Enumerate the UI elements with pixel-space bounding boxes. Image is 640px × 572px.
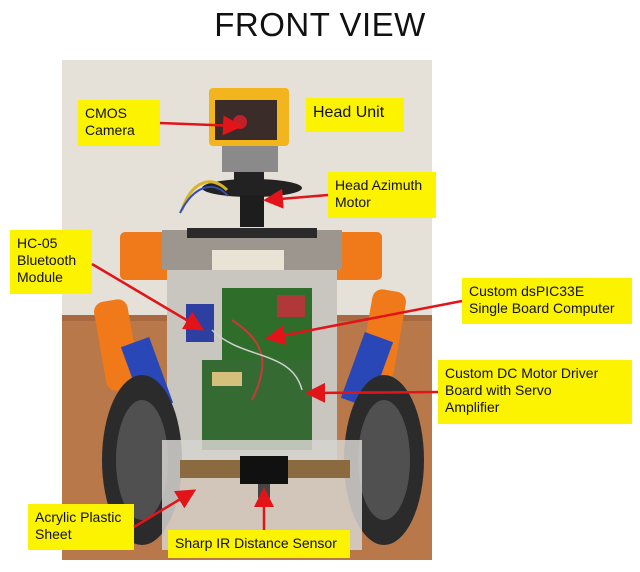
label-ir-sensor-text: Sharp IR Distance Sensor xyxy=(175,535,337,551)
label-cmos-camera: CMOS Camera xyxy=(78,100,160,146)
label-head-azimuth-motor-text: Head Azimuth Motor xyxy=(335,177,423,210)
label-acrylic-sheet-text: Acrylic Plastic Sheet xyxy=(35,509,122,542)
label-single-board-computer: Custom dsPIC33E Single Board Computer xyxy=(462,278,632,324)
label-ir-sensor: Sharp IR Distance Sensor xyxy=(168,530,350,558)
label-cmos-camera-text: CMOS Camera xyxy=(85,105,135,138)
label-head-unit-text: Head Unit xyxy=(313,104,385,121)
label-motor-driver-board: Custom DC Motor Driver Board with Servo … xyxy=(438,360,632,424)
label-head-azimuth-motor: Head Azimuth Motor xyxy=(328,172,436,218)
label-motor-driver-board-text: Custom DC Motor Driver Board with Servo … xyxy=(445,365,599,415)
label-head-unit: Head Unit xyxy=(306,98,404,132)
label-acrylic-sheet: Acrylic Plastic Sheet xyxy=(28,504,134,550)
label-hc05-bluetooth-text: HC-05 Bluetooth Module xyxy=(17,235,77,285)
diagram-title: FRONT VIEW xyxy=(214,6,426,43)
label-hc05-bluetooth: HC-05 Bluetooth Module xyxy=(10,230,92,294)
label-single-board-computer-text: Custom dsPIC33E Single Board Computer xyxy=(469,283,615,316)
